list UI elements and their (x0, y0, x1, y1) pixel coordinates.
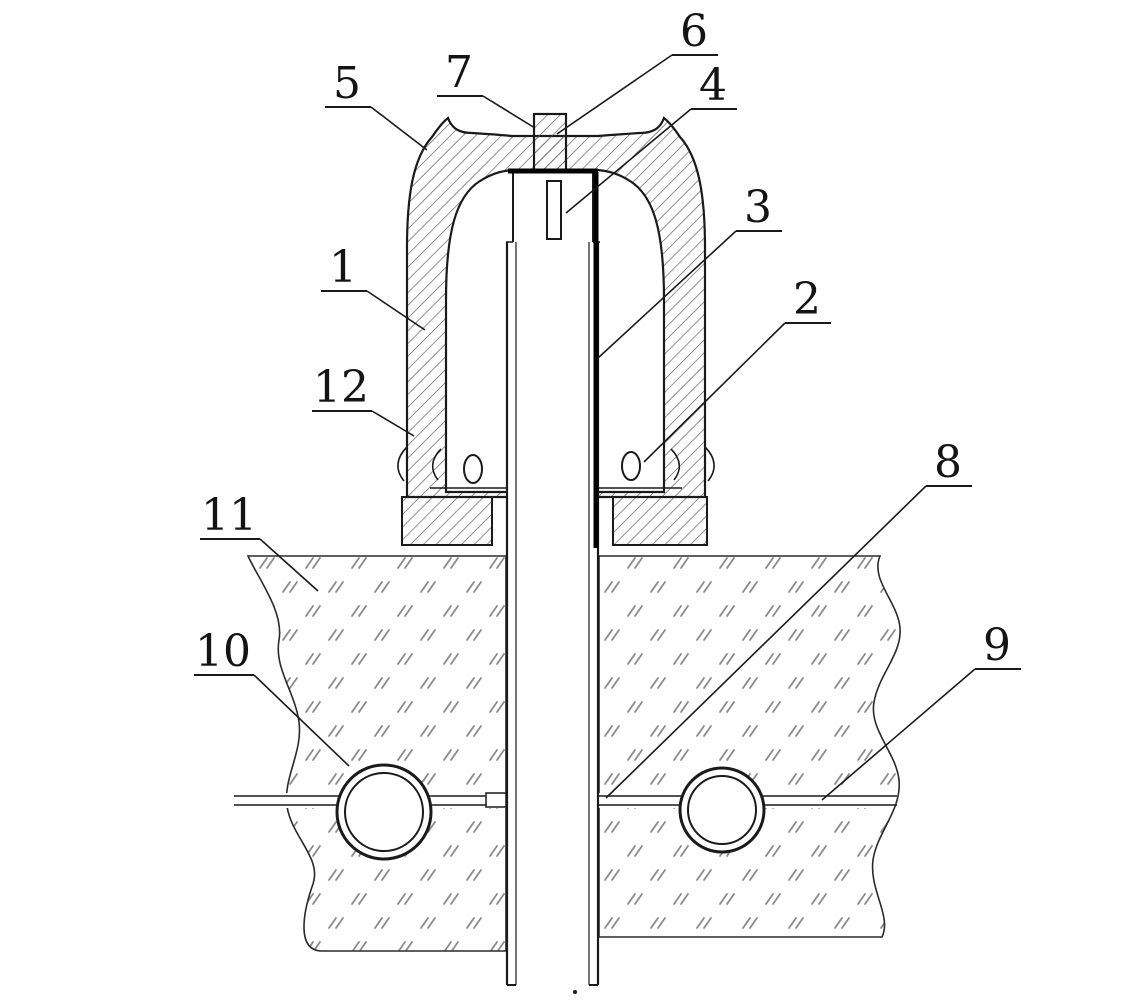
callout-label-11: 11 (201, 490, 257, 541)
base-block-left (401, 496, 493, 546)
base-flange (401, 451, 708, 546)
callout-label-3: 3 (744, 182, 772, 233)
callout-label-6: 6 (680, 6, 708, 57)
callout-underlines (194, 54, 1021, 676)
callout-label-4: 4 (699, 60, 727, 111)
leader-line-11 (259, 538, 319, 592)
leader-line-5 (370, 106, 428, 151)
callout-label-9: 9 (983, 620, 1011, 671)
ground-left-block (246, 555, 507, 952)
callout-label-10: 10 (195, 626, 251, 677)
leader-line-6 (556, 54, 673, 135)
leader-line-2 (643, 322, 786, 463)
callout-label-7: 7 (445, 47, 473, 98)
left-port-hole (463, 454, 483, 484)
tube-collar-tab (485, 792, 507, 808)
left-pipe-circle (335, 763, 433, 861)
inner-sleeve (546, 180, 562, 240)
top-plug (532, 112, 568, 174)
callout-label-5: 5 (333, 58, 361, 109)
leader-line-3 (597, 230, 737, 359)
left-pipe-circle-inner (344, 772, 424, 852)
pipe-circles (335, 763, 766, 861)
leader-line-12 (371, 410, 415, 437)
callout-label-12: 12 (313, 362, 369, 413)
top-plug-assembly (508, 112, 598, 240)
callout-label-8: 8 (934, 437, 962, 488)
leader-line-10 (253, 674, 350, 767)
callout-label-2: 2 (793, 274, 821, 325)
leader-lines (253, 54, 976, 801)
leader-line-4 (565, 108, 692, 214)
right-pipe-circle-inner (687, 775, 757, 845)
base-block-right (612, 496, 708, 546)
central-tube (505, 172, 600, 994)
seal-grooves (397, 446, 715, 482)
leader-line-8 (605, 485, 927, 799)
right-port-hole (621, 451, 641, 481)
leader-line-7 (482, 95, 536, 129)
right-pipe-circle (678, 766, 766, 854)
callout-label-1: 1 (329, 242, 357, 293)
leader-line-1 (366, 290, 426, 331)
ground-right-block (598, 555, 901, 938)
ground-mass (246, 555, 901, 952)
tube-interior (507, 172, 598, 985)
callout-numbers: 1 2 3 4 5 6 7 8 9 10 11 12 (195, 6, 1011, 677)
bottom-mark (573, 990, 577, 994)
leader-line-9 (821, 668, 976, 801)
